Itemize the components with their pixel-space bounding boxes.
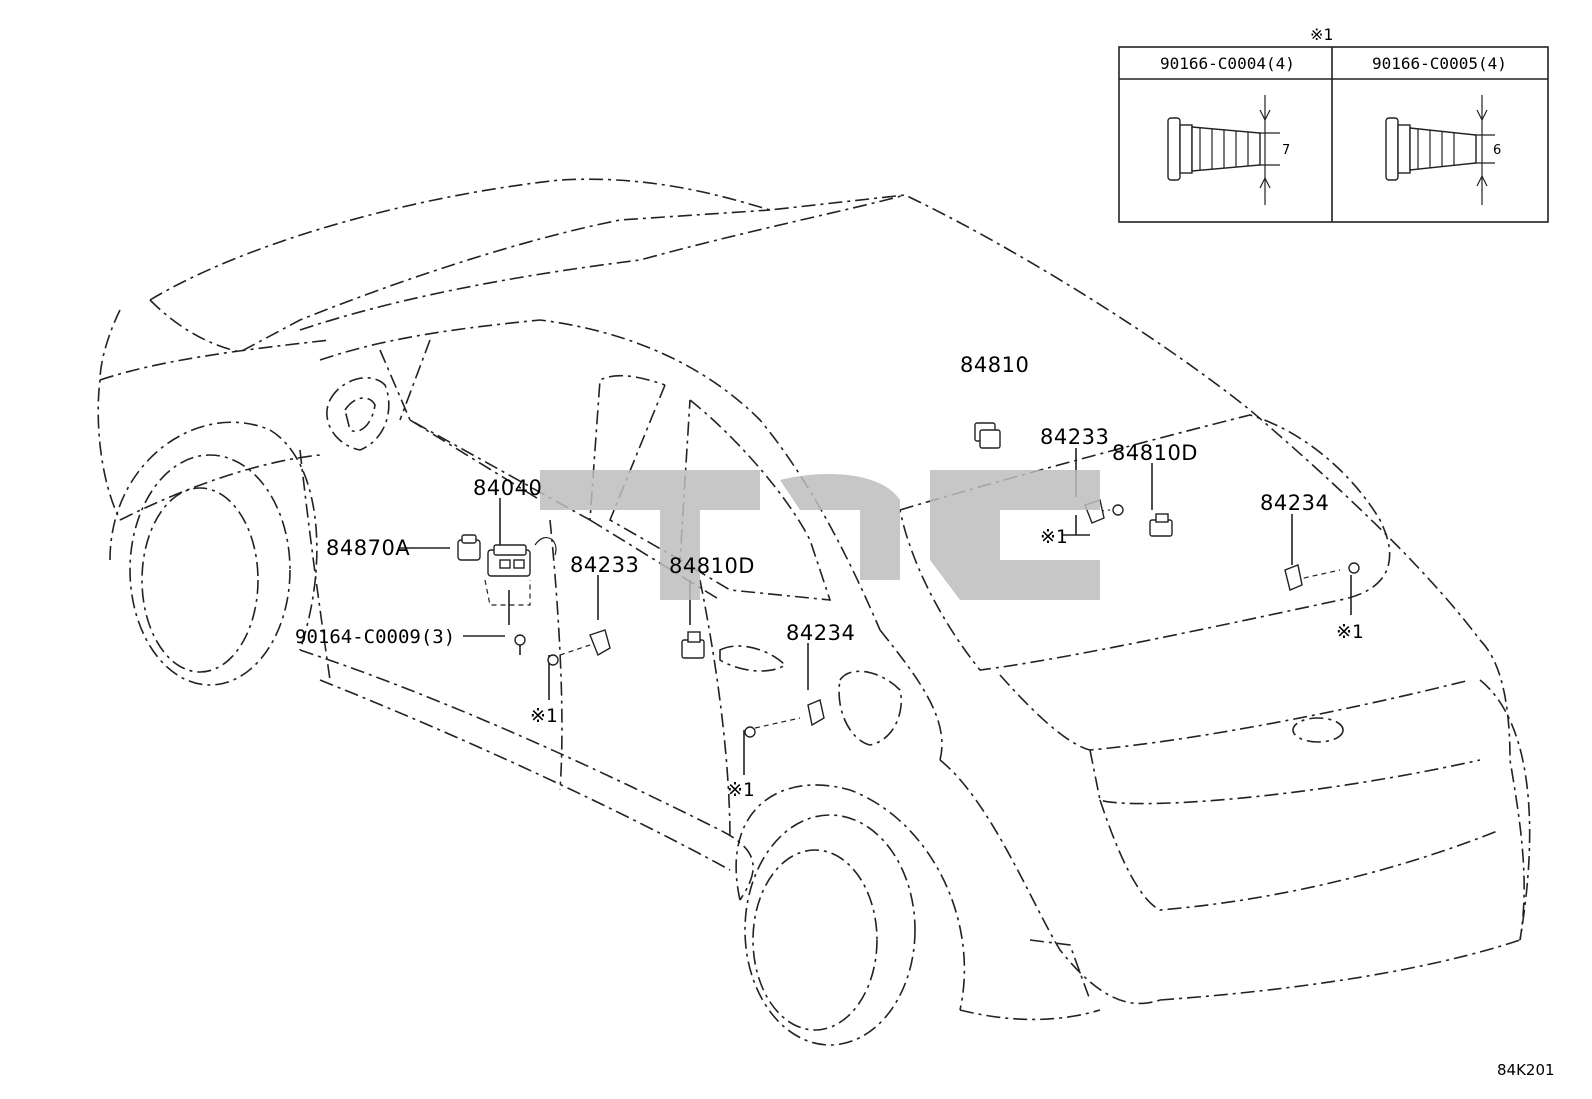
label-84233-left: 84233 bbox=[570, 553, 639, 577]
part-84233-left bbox=[589, 629, 611, 657]
bolt-mark1-mid bbox=[744, 726, 756, 738]
part-84234-right bbox=[1284, 562, 1360, 591]
label-84233-right: 84233 bbox=[1040, 425, 1109, 449]
mark-note-right: ※1 bbox=[1040, 526, 1067, 548]
car-outline bbox=[97, 178, 1531, 1046]
mark-note-far-right: ※1 bbox=[1336, 621, 1363, 643]
label-84040: 84040 bbox=[473, 476, 542, 500]
fastener-table: ※1 90166-C0004(4) 90166-C0005(4) 7 bbox=[1118, 25, 1549, 223]
table-col1-part: 90166-C0004(4) bbox=[1160, 54, 1295, 73]
label-84810D-right: 84810D bbox=[1112, 441, 1198, 465]
leader-lines bbox=[400, 448, 1352, 775]
mark-note-left: ※1 bbox=[530, 705, 557, 727]
label-84234-mid: 84234 bbox=[786, 621, 855, 645]
mark-note-mid: ※1 bbox=[727, 779, 754, 801]
label-84870A: 84870A bbox=[326, 536, 410, 560]
dimension-7: 7 bbox=[1282, 143, 1290, 158]
bolt-drawing-7: 7 bbox=[1167, 95, 1290, 205]
part-84810-top bbox=[974, 422, 1001, 449]
label-84234-right: 84234 bbox=[1260, 491, 1329, 515]
watermark bbox=[540, 470, 1100, 600]
table-col2-part: 90166-C0005(4) bbox=[1372, 54, 1507, 73]
table-header-mark: ※1 bbox=[1310, 25, 1333, 44]
label-90164: 90164-C0009(3) bbox=[295, 626, 455, 648]
label-84810D-left: 84810D bbox=[669, 554, 755, 578]
bolt-90164 bbox=[514, 634, 526, 655]
diagram-code: 84K201 bbox=[1497, 1061, 1555, 1079]
dimension-6: 6 bbox=[1493, 143, 1501, 158]
part-84810D-left bbox=[681, 631, 705, 659]
part-84870A bbox=[457, 534, 481, 561]
part-84234-mid bbox=[807, 699, 825, 727]
bolt-drawing-6: 6 bbox=[1385, 95, 1501, 205]
part-84810D-right bbox=[1149, 513, 1173, 537]
label-84810: 84810 bbox=[960, 353, 1029, 377]
bolt-mark1-left bbox=[547, 654, 559, 666]
part-84040-switch bbox=[487, 544, 531, 577]
